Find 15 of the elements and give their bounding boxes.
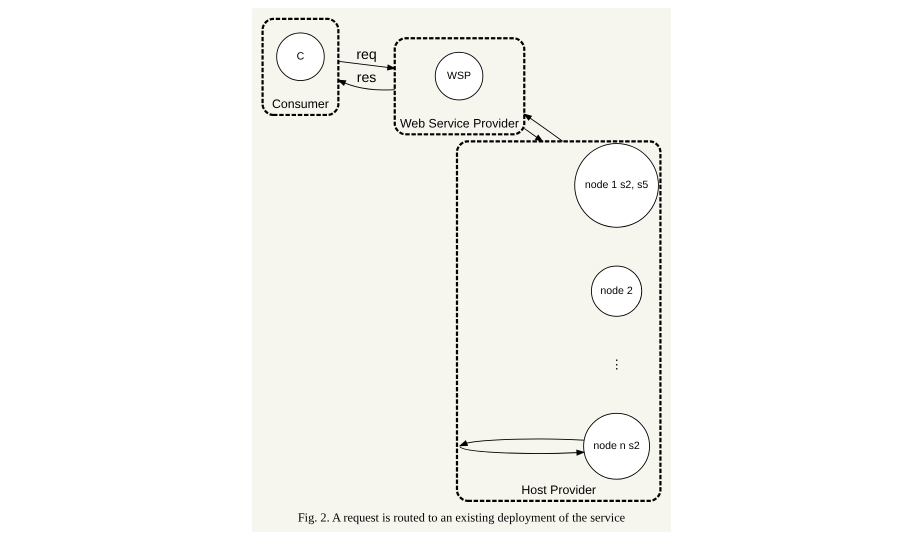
arrow: [337, 80, 396, 90]
label: ⋮: [610, 357, 623, 372]
edge-label: res: [356, 69, 376, 86]
arrow: [523, 113, 564, 142]
node-circle: node 2: [591, 266, 642, 317]
arrow: [458, 438, 584, 446]
node-circle: C: [276, 32, 325, 81]
node-circle: node 1 s2, s5: [574, 143, 659, 228]
arrow: [338, 60, 396, 70]
arrow: [524, 128, 544, 142]
node-circle: WSP: [434, 52, 484, 100]
arrow: [458, 440, 586, 456]
edge-label: req: [356, 46, 377, 62]
caption: Fig. 2. A request is routed to an existing deployment of the service: [298, 510, 626, 524]
node-circle: node n s2: [583, 412, 650, 480]
